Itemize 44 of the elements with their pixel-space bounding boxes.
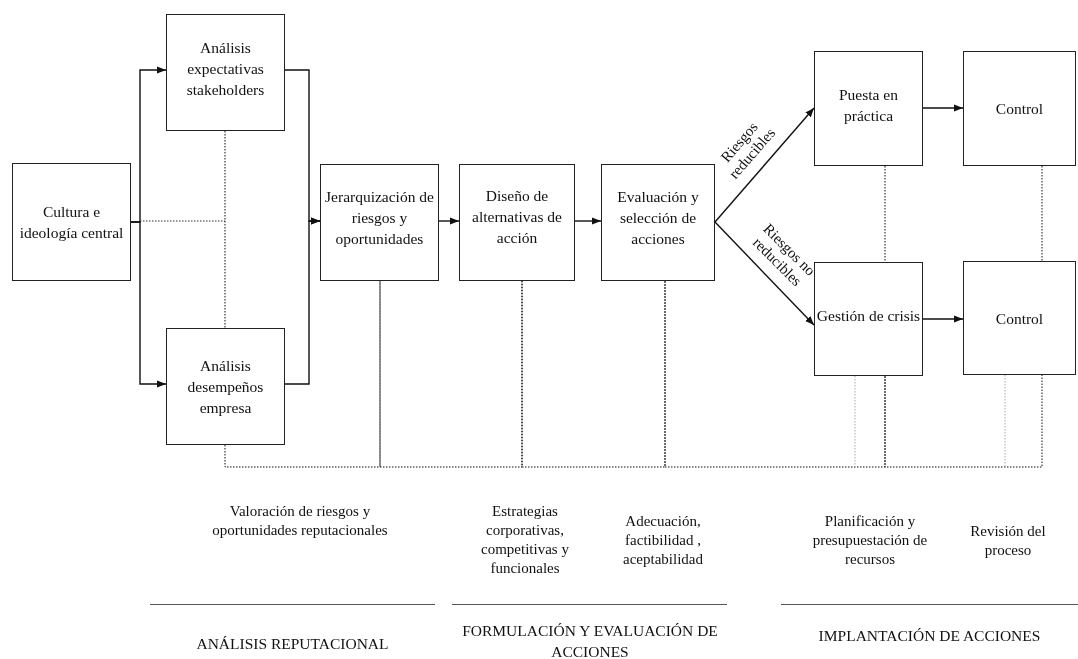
- dotted-connector: [1041, 165, 1043, 262]
- arrow: [438, 217, 460, 225]
- process-box: [601, 164, 715, 281]
- stage-note: Valoración de riesgos y oportunidades reputacionales: [211, 502, 389, 540]
- dotted-connector: [884, 374, 1043, 468]
- box-text: Diseño de alternativas de acción: [471, 186, 563, 248]
- dotted-connector: [224, 130, 226, 329]
- dotted-connector: [664, 280, 886, 468]
- arrow: [130, 221, 167, 388]
- process-box: [963, 51, 1076, 166]
- arrow: [922, 104, 964, 112]
- arrow: [922, 315, 964, 323]
- dotted-connector: [521, 280, 666, 468]
- box-text: Cultura e ideología central: [18, 202, 125, 243]
- process-box: [459, 164, 575, 281]
- stage-note: Revisión del proceso: [969, 522, 1047, 560]
- box-text: Control: [995, 308, 1044, 329]
- arrow: [574, 217, 602, 225]
- arrow: [714, 107, 815, 223]
- box-text: Jerarquización de riesgos y oportunidades: [324, 187, 435, 249]
- box-text: Control: [995, 99, 1044, 119]
- process-box: [320, 164, 439, 281]
- process-box: [12, 163, 131, 281]
- box-text: Análisis expectativas stakeholders: [185, 38, 266, 100]
- stage-note: Planificación y presupuestación de recursos: [811, 512, 929, 569]
- box-text: Análisis desempeños empresa: [186, 356, 265, 418]
- dotted-connector: [379, 280, 523, 468]
- process-box: [166, 328, 285, 445]
- arrow: [714, 221, 815, 326]
- phase-title: FORMULACIÓN Y EVALUACIÓN DE ACCIONES: [461, 621, 719, 659]
- process-box: [814, 262, 923, 376]
- dotted-connector: [224, 280, 381, 468]
- box-text: Gestión de crisis: [816, 305, 921, 326]
- box-text: Puesta en práctica: [838, 84, 899, 126]
- process-box: [814, 51, 923, 166]
- stage-note: Adecuación, factibilidad , aceptabilidad: [622, 512, 704, 569]
- process-box: [963, 261, 1076, 375]
- box-text: Evaluación y selección de acciones: [616, 187, 700, 249]
- phase-title: IMPLANTACIÓN DE ACCIONES: [817, 626, 1042, 646]
- phase-title: ANÁLISIS REPUTACIONAL: [195, 634, 390, 654]
- stage-note: Estrategias corporativas, competitivas y funcionales: [480, 502, 570, 578]
- dotted-connector: [884, 165, 886, 263]
- process-box: [166, 14, 285, 131]
- arrow: [284, 217, 321, 385]
